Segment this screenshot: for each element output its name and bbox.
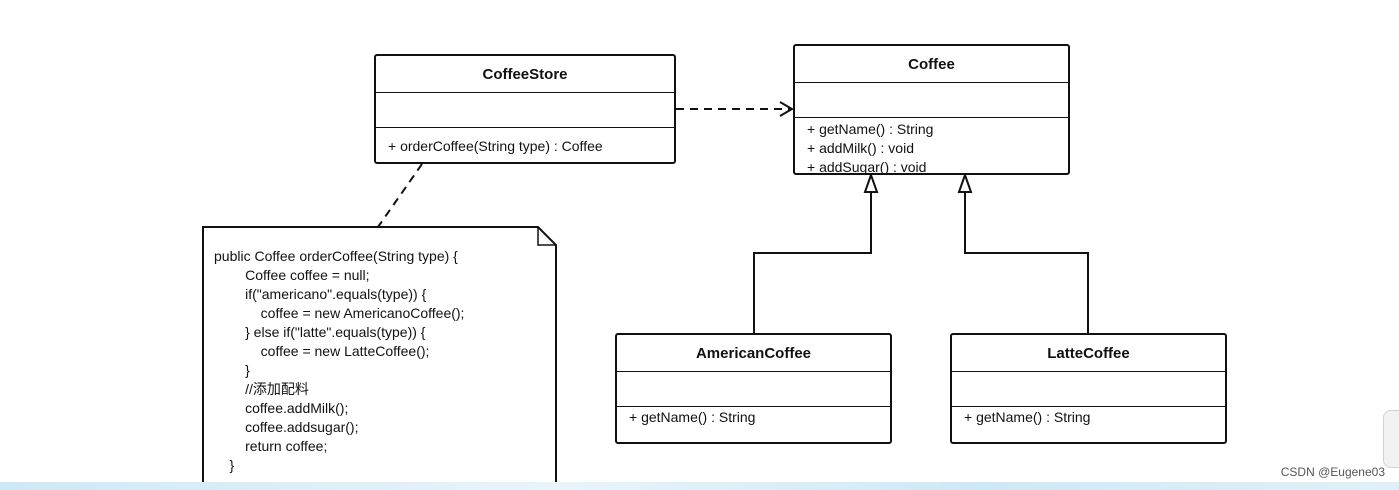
class-name-section: CoffeeStore: [376, 56, 674, 93]
code-line: Coffee coffee = null;: [214, 267, 370, 283]
class-name: LatteCoffee: [1047, 345, 1130, 362]
attributes-section: [617, 372, 890, 407]
class-name-section: LatteCoffee: [952, 335, 1225, 372]
code-line: public Coffee orderCoffee(String type) {: [214, 248, 458, 264]
code-line: coffee = new LatteCoffee();: [214, 343, 430, 359]
generalization-arrowhead-latte: [957, 171, 973, 193]
methods-section: + getName() : String: [952, 407, 1225, 427]
class-name: CoffeeStore: [482, 66, 568, 83]
method-order-coffee: + orderCoffee(String type) : Coffee: [388, 138, 603, 154]
generalization-line-latte: [964, 192, 1089, 334]
code-line: } else if("latte".equals(type)) {: [214, 324, 426, 340]
side-scroll-handle[interactable]: [1383, 410, 1399, 468]
methods-section: + getName() : String + addMilk() : void …: [795, 118, 1068, 177]
code-line: if("americano".equals(type)) {: [214, 286, 427, 302]
code-note: public Coffee orderCoffee(String type) {…: [203, 227, 557, 489]
note-fold: [537, 227, 556, 246]
code-line: }: [214, 457, 235, 473]
class-latte-coffee[interactable]: LatteCoffee + getName() : String: [950, 333, 1227, 444]
attributes-section: [795, 83, 1068, 118]
code-line: //添加配料: [214, 381, 309, 397]
method-get-name: + getName() : String: [807, 121, 934, 137]
watermark-text: CSDN @Eugene03: [1280, 465, 1385, 479]
method-get-name: + getName() : String: [629, 409, 756, 425]
code-line: }: [214, 362, 250, 378]
attributes-section: [952, 372, 1225, 407]
class-american-coffee[interactable]: AmericanCoffee + getName() : String: [615, 333, 892, 444]
method-get-name: + getName() : String: [964, 409, 1091, 425]
class-coffee-store[interactable]: CoffeeStore + orderCoffee(String type) :…: [374, 54, 676, 164]
class-name-section: Coffee: [795, 46, 1068, 83]
code-line: coffee.addMilk();: [214, 400, 349, 416]
generalization-arrowhead-american: [863, 171, 879, 193]
methods-section: + getName() : String: [617, 407, 890, 427]
attributes-section: [376, 93, 674, 128]
method-add-milk: + addMilk() : void: [807, 140, 914, 156]
generalization-line-american: [753, 192, 872, 334]
code-line: coffee.addsugar();: [214, 419, 359, 435]
methods-section: + orderCoffee(String type) : Coffee: [376, 128, 674, 156]
bottom-subtitle-strip: [0, 482, 1399, 490]
class-name-section: AmericanCoffee: [617, 335, 890, 372]
class-name: Coffee: [908, 56, 955, 73]
dependency-arrowhead: [779, 101, 794, 117]
class-name: AmericanCoffee: [695, 345, 812, 362]
note-anchor-line: [377, 163, 423, 228]
class-coffee[interactable]: Coffee + getName() : String + addMilk() …: [793, 44, 1070, 175]
code-line: coffee = new AmericanoCoffee();: [214, 305, 465, 321]
method-add-sugar: + addSugar() : void: [807, 159, 927, 175]
code-line: return coffee;: [214, 438, 328, 454]
note-shape: [202, 226, 557, 488]
